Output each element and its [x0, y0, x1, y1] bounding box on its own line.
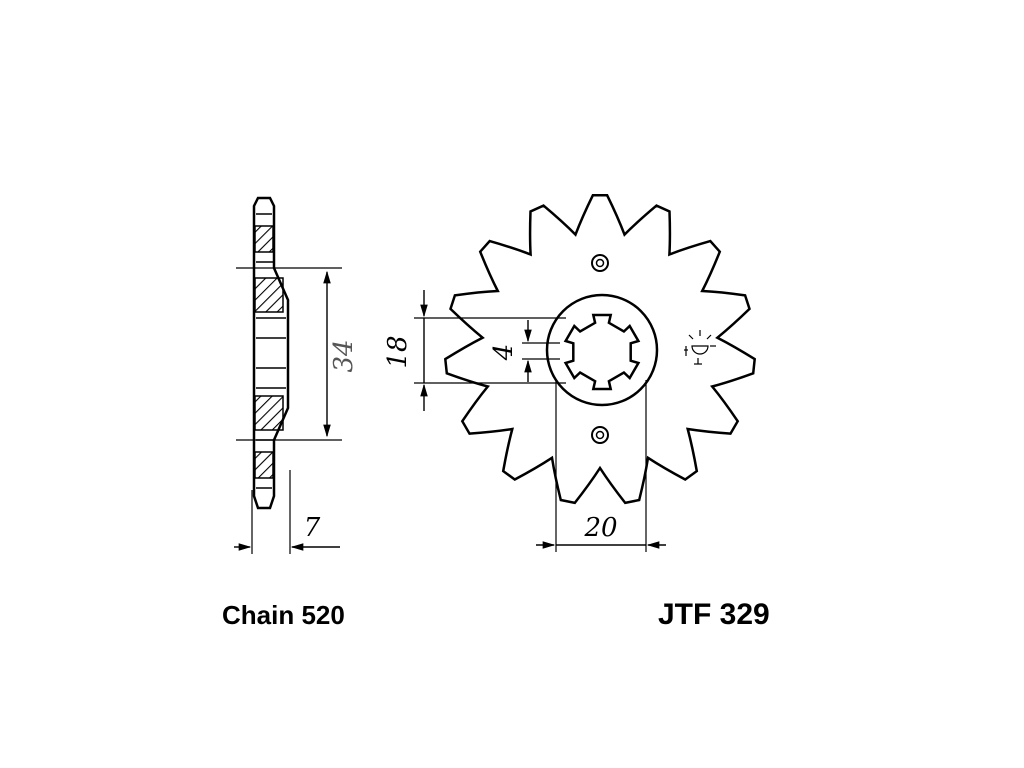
- bolt-hole-top: [591, 254, 609, 272]
- bolt-hole-bottom: [591, 426, 609, 444]
- key-width-label: 4: [489, 344, 519, 362]
- orientation-symbol-icon: [684, 330, 716, 365]
- splined-bore: [563, 313, 641, 391]
- hatch-band-upper: [254, 277, 284, 313]
- front-view: 18 4 20: [383, 193, 757, 552]
- inner-diameter-label: 34: [329, 339, 359, 372]
- bolt-spacing-label: 20: [583, 513, 617, 543]
- part-number: JTF 329: [658, 598, 770, 631]
- sprocket-outline: [443, 193, 757, 505]
- chain-label: Chain 520: [222, 600, 345, 630]
- thickness-label: 7: [304, 513, 321, 543]
- spline-diameter-label: 18: [383, 335, 413, 368]
- hatch-band-bottom: [254, 451, 274, 479]
- hatch-band-top: [254, 225, 274, 253]
- side-view: 34 7: [234, 196, 359, 554]
- hatch-band-lower: [254, 395, 284, 431]
- hub-circle: [545, 293, 659, 407]
